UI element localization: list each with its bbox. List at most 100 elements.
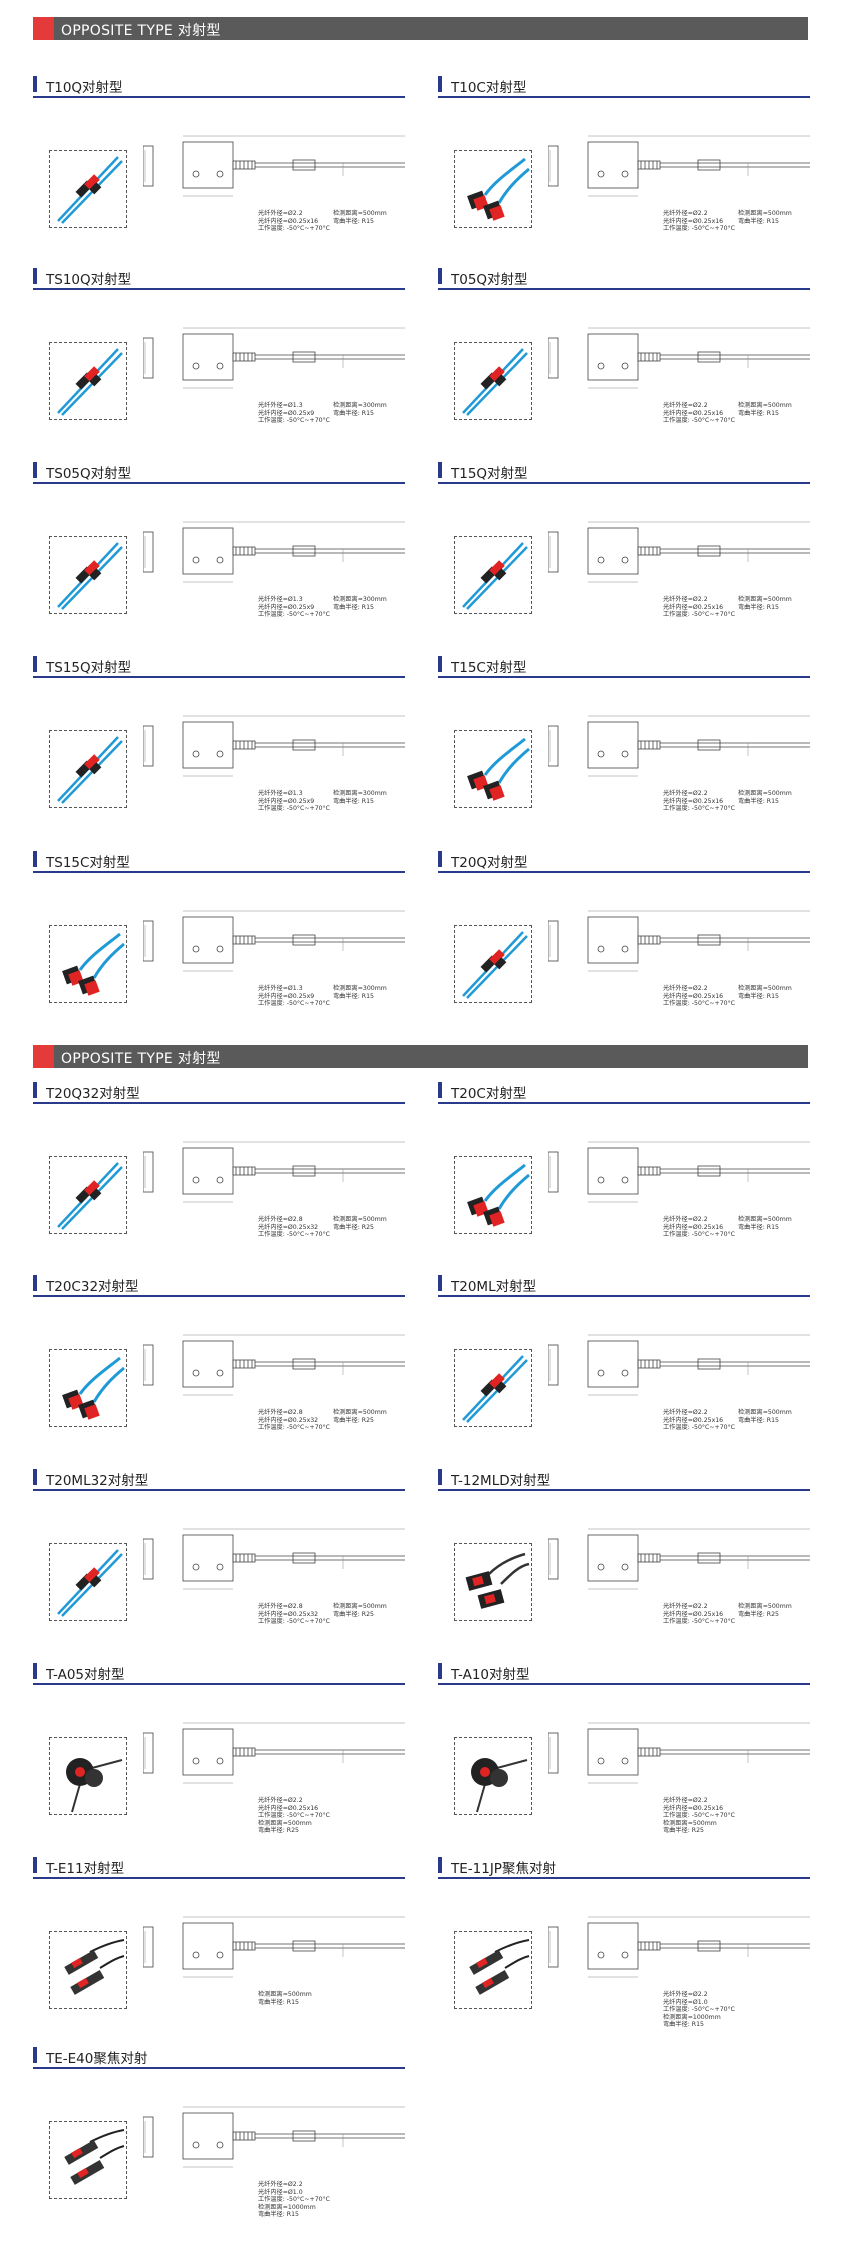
product-photo (49, 342, 127, 420)
spec-line: 检测距离=500mm (738, 790, 792, 797)
spec-line: 光纤外径=Ø2.2 (663, 210, 708, 217)
spec-line: 检测距离=300mm (333, 790, 387, 797)
spec-line: 弯曲半径: R15 (738, 992, 779, 1000)
title-underline (33, 871, 405, 873)
product-title: TS05Q对射型 (46, 466, 132, 482)
product-title: T15Q对射型 (451, 466, 528, 482)
spec-line: 光纤内径=Ø0.25x9 (258, 992, 315, 1000)
spec-line: 工作温度: -50°C~+70°C (663, 2006, 735, 2013)
title-marker (438, 1275, 442, 1291)
spec-line: 光纤外径=Ø2.2 (663, 596, 708, 603)
spec-line: 检测距离=500mm (738, 1216, 792, 1223)
spec-line: 光纤外径=Ø2.8 (258, 1216, 303, 1223)
product-photo (49, 730, 127, 808)
spec-line: 光纤内径=Ø0.25x16 (663, 1416, 724, 1424)
spec-line: 光纤外径=Ø2.8 (258, 1603, 303, 1610)
title-underline (33, 96, 405, 98)
title-marker (33, 1469, 37, 1485)
product-title: TE-E40聚焦对射 (46, 2051, 148, 2067)
product-photo (454, 730, 532, 808)
product-photo (49, 150, 127, 228)
spec-line: 工作温度: -50°C~+70°C (258, 1000, 330, 1007)
spec-line: 光纤外径=Ø2.2 (258, 210, 303, 217)
title-underline (438, 1489, 810, 1491)
spec-line: 光纤内径=Ø0.25x32 (258, 1416, 319, 1424)
spec-line: 光纤外径=Ø2.2 (663, 985, 708, 992)
dimension-drawing (142, 1909, 405, 1991)
title-underline (33, 482, 405, 484)
spec-line: 弯曲半径: R15 (738, 603, 779, 611)
title-underline (33, 1683, 405, 1685)
spec-line: 光纤内径=Ø0.25x16 (663, 603, 724, 611)
dimension-drawing (547, 708, 810, 790)
title-marker (438, 462, 442, 478)
title-marker (438, 1857, 442, 1873)
title-underline (438, 482, 810, 484)
title-underline (438, 288, 810, 290)
title-underline (438, 676, 810, 678)
dimension-drawing (547, 1327, 810, 1409)
title-underline (438, 1295, 810, 1297)
spec-line: 检测距离=500mm (333, 1216, 387, 1223)
spec-line: 工作温度: -50°C~+70°C (258, 2196, 330, 2203)
spec-line: 弯曲半径: R15 (738, 1416, 779, 1424)
product-title: T20C32对射型 (46, 1279, 139, 1295)
spec-line: 光纤内径=Ø0.25x16 (663, 409, 724, 417)
spec-line: 弯曲半径: R25 (333, 1610, 374, 1618)
title-marker (33, 1082, 37, 1098)
product-title: TS10Q对射型 (46, 272, 132, 288)
product-title: T10C对射型 (451, 80, 527, 96)
product-title: T20ML对射型 (451, 1279, 537, 1295)
product-title: T10Q对射型 (46, 80, 123, 96)
product-photo (454, 150, 532, 228)
spec-line: 工作温度: -50°C~+70°C (258, 417, 330, 424)
spec-line: 光纤内径=Ø0.25x16 (258, 217, 319, 225)
dimension-drawing (142, 1327, 405, 1409)
spec-line: 光纤内径=Ø0.25x16 (663, 1804, 724, 1812)
product-photo (454, 1737, 532, 1815)
banner-title: OPPOSITE TYPE 对射型 (61, 23, 221, 39)
product-photo (49, 1349, 127, 1427)
spec-line: 弯曲半径: R15 (738, 797, 779, 805)
product-photo (49, 1931, 127, 2009)
spec-line: 弯曲半径: R15 (333, 992, 374, 1000)
spec-line: 检测距离=1000mm (258, 2203, 316, 2211)
spec-line: 检测距离=500mm (333, 210, 387, 217)
product-title: TE-11JP聚焦对射 (451, 1861, 556, 1877)
spec-line: 光纤外径=Ø1.3 (258, 790, 303, 797)
spec-line: 弯曲半径: R25 (663, 1827, 704, 1834)
spec-line: 光纤外径=Ø2.2 (663, 1409, 708, 1416)
product-photo (454, 925, 532, 1003)
spec-line: 工作温度: -50°C~+70°C (663, 417, 735, 424)
spec-line: 弯曲半径: R15 (333, 217, 374, 225)
spec-line: 光纤外径=Ø2.2 (663, 790, 708, 797)
spec-line: 检测距离=500mm (738, 210, 792, 217)
product-title: T20C对射型 (451, 1086, 527, 1102)
dimension-drawing (142, 708, 405, 790)
banner-accent (33, 1045, 54, 1068)
title-underline (33, 1102, 405, 1104)
spec-line: 光纤内径=Ø0.25x32 (258, 1610, 319, 1618)
dimension-drawing (547, 514, 810, 596)
